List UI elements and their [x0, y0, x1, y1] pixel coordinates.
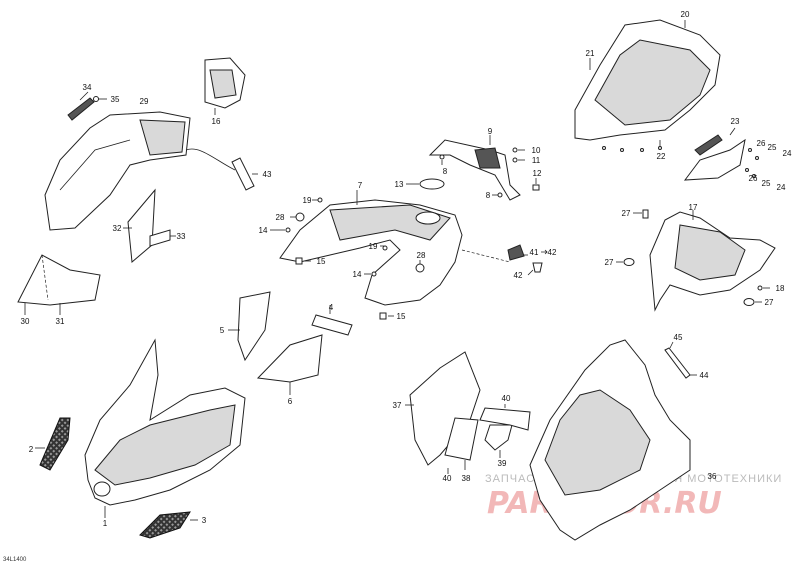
callout-36: 36: [708, 472, 717, 481]
part-13-ring: [406, 178, 445, 190]
callout-labels: 1 2 3 4 5 6 7 8 8 9 10 11 12 13 14 14 15…: [21, 10, 792, 528]
callout-20: 20: [681, 10, 690, 19]
part-33-panel: [149, 229, 176, 247]
part-9-bracket: [428, 135, 521, 201]
callout-18: 18: [776, 284, 785, 293]
part-30-31-decals: [17, 254, 101, 315]
arrow-markers: [541, 249, 548, 255]
callout-1: 1: [103, 519, 108, 528]
callout-28a: 28: [276, 213, 285, 222]
callout-31: 31: [56, 317, 65, 326]
callout-32: 32: [113, 224, 122, 233]
part-29-upper-cowl: [44, 111, 236, 231]
part-32-panel: [123, 188, 156, 263]
callout-42b: 42: [514, 271, 523, 280]
part-1-front-fairing: [84, 338, 246, 518]
callout-15a: 15: [317, 257, 326, 266]
callout-24b: 24: [777, 183, 786, 192]
part-44-rod: [664, 341, 697, 379]
callout-25a: 25: [768, 143, 777, 152]
callout-30: 30: [21, 317, 30, 326]
part-34-bracket: [67, 91, 107, 121]
callout-14b: 14: [353, 270, 362, 279]
callout-29: 29: [140, 97, 149, 106]
part-38-panel: [444, 417, 479, 470]
part-16-bracket: [204, 57, 246, 115]
callout-6: 6: [288, 397, 293, 406]
callout-14a: 14: [259, 226, 268, 235]
callout-45: 45: [674, 333, 683, 342]
callout-27c: 27: [765, 298, 774, 307]
callout-21: 21: [586, 49, 595, 58]
part-3-grille: [139, 511, 198, 539]
part-36-side-panel: [529, 339, 691, 541]
callout-15b: 15: [397, 312, 406, 321]
part-7-console-panel: [279, 190, 511, 306]
part-2-grille: [35, 417, 71, 471]
part-5-decal: [228, 291, 271, 362]
part-40-panel: [447, 404, 531, 474]
callout-34: 34: [83, 83, 92, 92]
callout-11: 11: [532, 156, 541, 165]
callout-17: 17: [689, 203, 698, 212]
callout-24a: 24: [783, 149, 792, 158]
callout-39: 39: [498, 459, 507, 468]
callout-27b: 27: [605, 258, 614, 267]
fasteners-misc: [270, 154, 503, 320]
callout-38: 38: [462, 474, 471, 483]
callout-40a: 40: [502, 394, 511, 403]
part-17-support: [616, 209, 776, 312]
callout-44: 44: [700, 371, 709, 380]
fasteners-10-11-12: [512, 147, 540, 191]
part-41-42-clips: [507, 244, 543, 276]
callout-41: 41: [530, 248, 539, 257]
callout-12: 12: [533, 169, 542, 178]
callout-40b: 40: [443, 474, 452, 483]
callout-27a: 27: [622, 209, 631, 218]
callout-19b: 19: [369, 242, 378, 251]
callout-23: 23: [731, 117, 740, 126]
callout-2: 2: [29, 445, 34, 454]
part-39-panel: [484, 424, 513, 458]
callout-26b: 26: [749, 174, 758, 183]
callout-4: 4: [329, 303, 334, 312]
callout-19a: 19: [303, 196, 312, 205]
callout-42a: 42: [548, 248, 557, 257]
part-43-strap: [231, 157, 258, 191]
callout-37: 37: [393, 401, 402, 410]
callout-3: 3: [202, 516, 207, 525]
callout-9: 9: [488, 127, 493, 136]
callout-10: 10: [532, 146, 541, 155]
callout-7: 7: [358, 181, 363, 190]
callout-26a: 26: [757, 139, 766, 148]
callout-5: 5: [220, 326, 225, 335]
callout-28b: 28: [417, 251, 426, 260]
callout-25b: 25: [762, 179, 771, 188]
part-6-decal: [256, 334, 323, 395]
callout-35: 35: [111, 95, 120, 104]
callout-43: 43: [263, 170, 272, 179]
part-20-windshield: [574, 19, 721, 152]
callout-16: 16: [212, 117, 221, 126]
part-4-panel: [311, 305, 353, 336]
part-23-bracket: [683, 127, 759, 181]
callout-13: 13: [395, 180, 404, 189]
callout-22: 22: [657, 152, 666, 161]
callout-8b: 8: [486, 191, 491, 200]
callout-33: 33: [177, 232, 186, 241]
callout-8a: 8: [443, 167, 448, 176]
drawing-code: 34L1400: [3, 557, 27, 563]
